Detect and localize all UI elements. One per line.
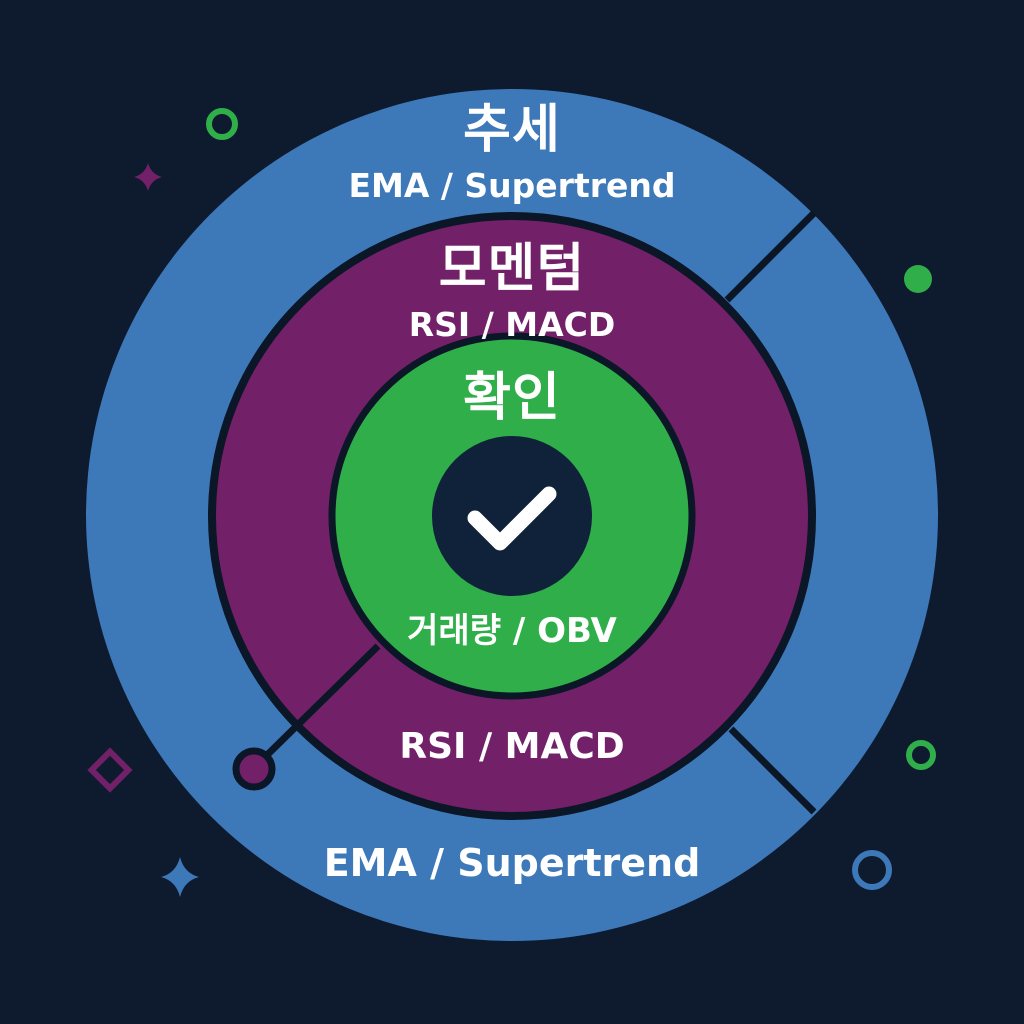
momentum-subtitle: RSI / MACD [408, 305, 616, 344]
green-ring-icon [906, 740, 936, 770]
momentum-title: 모멘텀 [438, 239, 586, 299]
confirmation-title: 확인 [463, 368, 561, 428]
purple-diamond-icon [87, 747, 133, 793]
checkmark-icon [467, 486, 557, 551]
purple-sparkle-icon [134, 163, 162, 191]
connector-line [259, 643, 381, 763]
trend-subtitle: EMA / Supertrend [348, 166, 676, 205]
trend-ring-divider-bottom-right [728, 726, 817, 815]
green-dot-icon [904, 265, 932, 293]
confirmation-subtitle: 거래량 / OBV [407, 611, 617, 651]
blue-sparkle-icon [161, 857, 199, 897]
blue-ring-icon [852, 850, 892, 890]
green-ring-icon [206, 108, 238, 140]
center-badge [432, 436, 592, 596]
connector-node [232, 747, 276, 791]
trend-title: 추세 [463, 100, 561, 160]
trend-ring-divider-top-right [724, 210, 817, 303]
momentum-subtitle-bottom: RSI / MACD [399, 726, 625, 767]
trend-subtitle-bottom: EMA / Supertrend [323, 841, 701, 885]
